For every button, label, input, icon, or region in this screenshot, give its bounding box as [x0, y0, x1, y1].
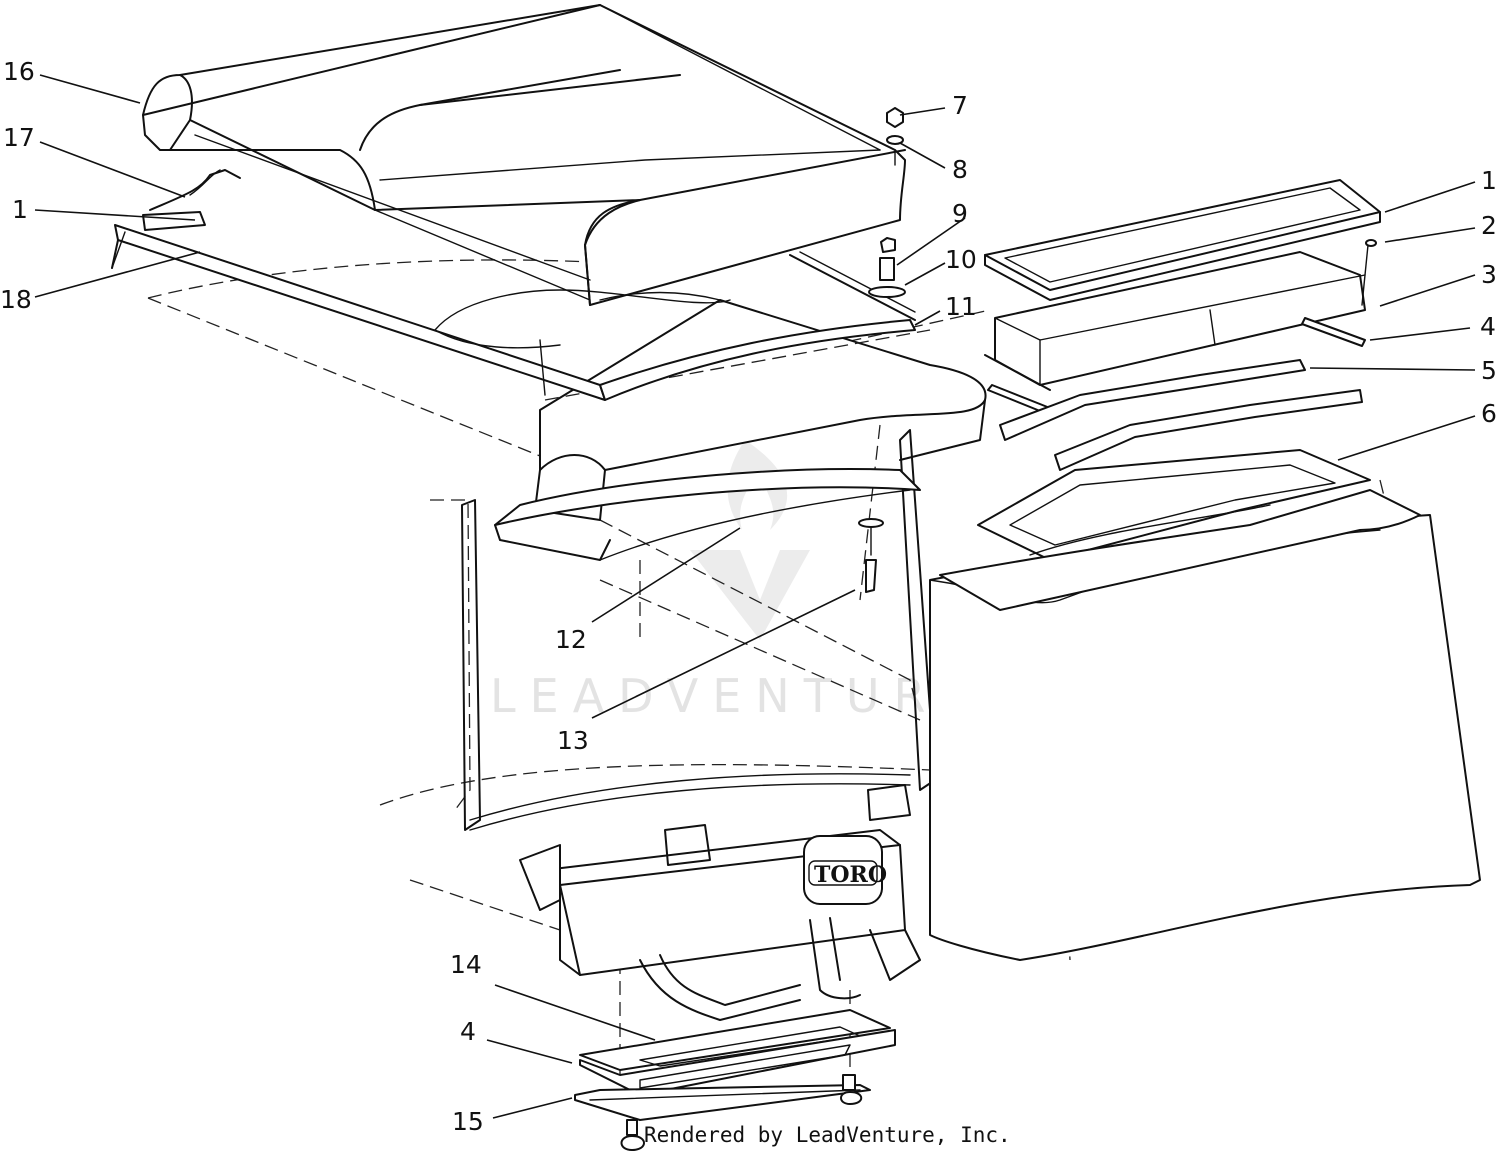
callout-2: 2 — [1481, 211, 1497, 240]
render-credit: Rendered by LeadVenture, Inc. — [644, 1123, 1011, 1147]
callout-5: 5 — [1481, 356, 1497, 385]
spacer-9 — [879, 257, 895, 281]
panel-4b — [579, 1029, 896, 1096]
callout-12: 12 — [555, 625, 587, 654]
callout-18: 18 — [0, 285, 32, 314]
panel-15 — [574, 1084, 871, 1121]
nut-7 — [886, 107, 904, 128]
leader-lines — [34, 74, 1476, 1119]
callout-8: 8 — [952, 155, 968, 184]
callout-13: 13 — [557, 726, 589, 755]
watermark-text: LEADVENTURE — [490, 669, 983, 723]
watermark: LEADVENTURE — [490, 440, 983, 723]
roof-cap — [142, 4, 906, 306]
vent-assembly — [939, 179, 1421, 611]
watermark-logo-icon — [690, 440, 810, 640]
toro-logo: TORO — [814, 862, 887, 888]
callout-17: 17 — [3, 123, 35, 152]
callout-6: 6 — [1481, 399, 1497, 428]
hardware-stack — [868, 107, 906, 298]
bolt-13 — [858, 518, 884, 593]
callout-16: 16 — [3, 57, 35, 86]
callout-14: 14 — [450, 950, 482, 979]
callout-4-bottom: 4 — [460, 1017, 476, 1046]
callout-10: 10 — [945, 245, 977, 274]
callout-1-left: 1 — [12, 195, 28, 224]
panel-14 — [579, 1009, 891, 1071]
roof-frame — [111, 169, 916, 401]
rear-bumper: TORO — [519, 784, 921, 1021]
callout-9: 9 — [952, 199, 968, 228]
callout-4-right: 4 — [1480, 312, 1496, 341]
washer-10 — [868, 286, 906, 298]
callouts: 16 17 1 18 7 8 9 10 11 1 2 3 4 5 6 12 13… — [0, 57, 1497, 1136]
headliner-12 — [494, 468, 921, 561]
callout-1-right: 1 — [1481, 166, 1497, 195]
callout-11: 11 — [945, 292, 977, 321]
callout-7: 7 — [952, 91, 968, 120]
toro-badge — [803, 835, 883, 905]
callout-15: 15 — [452, 1107, 484, 1136]
bottom-panels — [574, 1009, 896, 1151]
callout-3: 3 — [1481, 260, 1497, 289]
washer-8 — [886, 135, 904, 145]
